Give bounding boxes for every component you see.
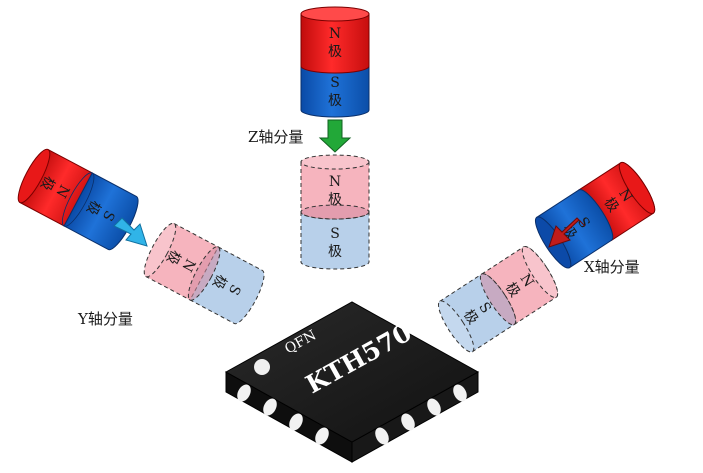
z-magnet-s-suffix: 极 [328, 93, 342, 109]
pin1-dot [254, 359, 270, 375]
y-magnet-n-suffix: 极 [37, 173, 58, 193]
z-arrow [318, 119, 352, 153]
left-pads [237, 384, 329, 445]
y-component-n-suffix: 极 [163, 247, 184, 267]
z-component-n-label: N [329, 174, 341, 190]
y-magnet-s-suffix: 极 [83, 198, 104, 218]
y-component-s-suffix: 极 [209, 272, 230, 292]
z-component-s-suffix: 极 [328, 244, 342, 260]
x-component-magnet: N 极 S 极 [437, 245, 559, 353]
x-magnet: N 极 S 极 [534, 161, 656, 269]
z-component-magnet: N 极 S 极 [300, 154, 370, 270]
x-arrow [548, 217, 586, 248]
z-component-s-label: S [330, 226, 340, 242]
z-magnet-n-label: N [329, 26, 341, 42]
y-axis-label: Y轴分量 [77, 310, 133, 328]
qfn-chip: QFN KTH5701 [224, 301, 480, 463]
x-axis-label: X轴分量 [584, 258, 640, 276]
y-arrow [113, 217, 148, 247]
y-component-magnet: N 极 S 极 [143, 222, 265, 325]
z-magnet-n-suffix: 极 [328, 44, 342, 60]
z-magnet: N 极 S 极 [300, 6, 370, 118]
y-magnet: N 极 S 极 [17, 148, 139, 251]
right-pads [375, 384, 467, 445]
z-axis-label: Z轴分量 [248, 128, 303, 146]
z-magnet-s-label: S [330, 75, 340, 91]
z-component-n-suffix: 极 [328, 192, 342, 208]
